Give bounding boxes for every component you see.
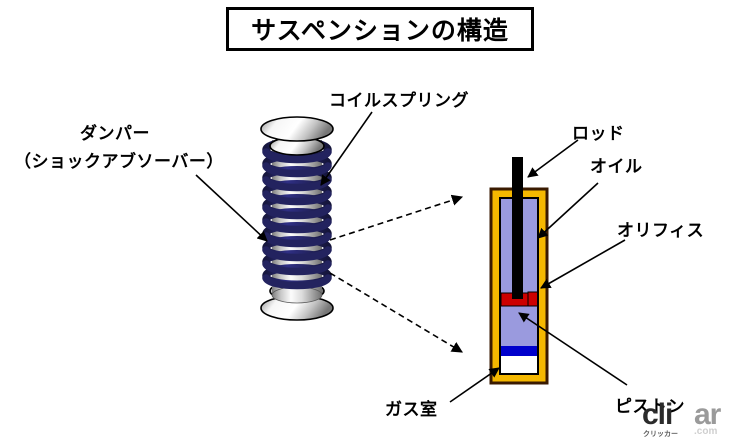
strut-assembly: [260, 116, 334, 321]
leader-gas-chamber: [449, 367, 500, 403]
gas-separator-band: [500, 346, 538, 356]
rod: [512, 157, 523, 299]
damper-cutaway: [489, 157, 549, 385]
damper-body: [271, 140, 323, 304]
upper-mount-plate: [260, 116, 334, 156]
leader-lines: [195, 111, 628, 403]
leader-cutaway-bottom: [329, 272, 463, 353]
label-piston: ピストン: [615, 397, 685, 417]
leader-damper: [195, 174, 268, 242]
leader-cutaway-top: [329, 194, 464, 241]
page-title: サスペンションの構造: [251, 16, 509, 45]
label-orifice: オリフィス: [617, 221, 705, 241]
label-damper: ダンパー: [80, 124, 150, 144]
title-box: サスペンションの構造: [226, 7, 534, 51]
coil-spring-front-strands: [262, 148, 332, 290]
leader-orifice: [540, 239, 626, 289]
leader-piston: [518, 312, 628, 386]
leader-coil-spring: [320, 111, 373, 186]
label-damper-shock-absorber: （ショックアブソーバー）: [14, 152, 224, 172]
label-coil-spring: コイルスプリング: [329, 91, 469, 111]
label-gas-chamber: ガス室: [385, 400, 438, 420]
chamber-outline: [499, 197, 539, 375]
label-oil: オイル: [590, 157, 643, 177]
leader-oil: [537, 182, 599, 239]
label-rod: ロッド: [572, 124, 625, 144]
orifice: [527, 291, 539, 307]
leader-rod: [527, 139, 579, 178]
